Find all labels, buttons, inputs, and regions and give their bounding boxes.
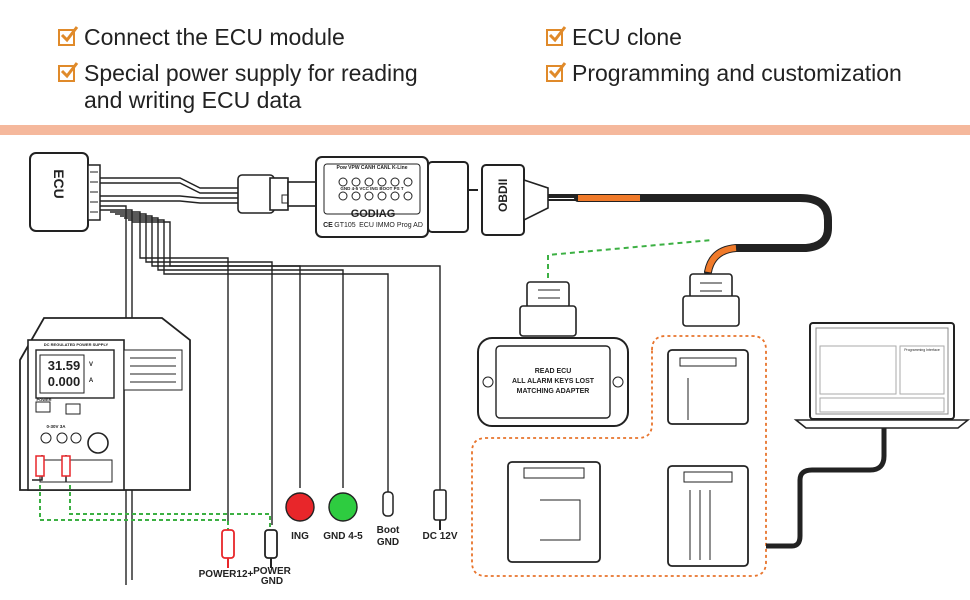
dashed-power-positive <box>39 485 229 530</box>
checkbox-icon <box>546 26 567 46</box>
ecu-harness <box>100 177 441 585</box>
psu-title: DC REGULATED POWER SUPPLY <box>43 342 109 347</box>
dashed-power-ground <box>69 485 271 530</box>
laptop <box>793 322 970 429</box>
power-gnd-label-2: GND <box>260 576 284 587</box>
ing-indicator <box>285 492 315 522</box>
psu-voltage: 31.59 <box>47 358 81 373</box>
boot-gnd-lead <box>382 491 394 517</box>
dashed-link-tablet <box>547 239 713 278</box>
dc12v-jack <box>433 489 447 530</box>
dc12v-label: DC 12V <box>422 531 458 542</box>
power-gnd-label-1: POWER <box>253 566 291 577</box>
accent-divider <box>0 125 970 135</box>
feature-power-supply: Special power supply for reading and wri… <box>58 60 418 114</box>
power12-label: POWER12+ <box>198 569 254 580</box>
psu-current-unit: A <box>88 378 94 384</box>
ing-label: ING <box>291 531 309 542</box>
feature-text: ECU clone <box>572 24 682 50</box>
adapter-ce: CE <box>323 222 333 229</box>
gnd45-label: GND 4-5 <box>323 531 363 542</box>
ecu-label: ECU <box>51 169 67 199</box>
programmer-db9-connector <box>682 273 740 327</box>
checkbox-icon <box>58 62 79 82</box>
adapter-plug <box>237 174 321 214</box>
feature-connect-ecu: Connect the ECU module <box>58 24 345 51</box>
psu-voltage-unit: V <box>88 362 93 368</box>
tablet-device <box>477 337 629 427</box>
obd-label: OBDII <box>496 178 510 212</box>
feature-ecu-clone: ECU clone <box>546 24 682 51</box>
tablet-line3: MATCHING ADAPTER <box>516 388 590 395</box>
ecu-module <box>29 152 101 232</box>
feature-text: and writing ECU data <box>84 87 302 113</box>
feature-text: Connect the ECU module <box>84 24 345 50</box>
psu-current: 0.000 <box>47 374 81 389</box>
tablet-line1: READ ECU <box>534 368 572 375</box>
boot-gnd-label: GND <box>376 537 400 548</box>
power12-clip <box>221 529 235 568</box>
ecu-clone-frame <box>471 335 767 577</box>
adapter-subtitle: ECU IMMO Prog AD <box>359 222 423 229</box>
boot-label: Boot <box>376 525 400 536</box>
psu-range: 0-30V 3A <box>46 424 66 429</box>
feature-text: Programming and customization <box>572 60 902 86</box>
adapter-model: GT105 <box>334 222 356 229</box>
laptop-pane-title: Programming Interface <box>904 348 940 352</box>
ecu-device-1 <box>667 349 749 425</box>
psu-power-label: POWER <box>36 397 52 402</box>
power-supply-unit <box>19 317 191 491</box>
tablet-db9-connector <box>519 281 577 337</box>
ecu-device-3 <box>667 465 749 567</box>
adapter-pin-header-bottom: GND 4-5 VCC ING BOOT PS T <box>340 186 404 191</box>
ecu-device-2 <box>507 461 601 563</box>
tablet-line2: ALL ALARM KEYS LOST <box>511 378 595 385</box>
adapter-pin-header-top: Pow VPW CANH CANL K-Line <box>336 165 408 171</box>
adapter-brand: GODIAG <box>350 208 396 220</box>
feature-programming: Programming and customization <box>546 60 902 87</box>
checkbox-icon <box>546 62 567 82</box>
gt105-adapter <box>315 156 478 238</box>
feature-text: Special power supply for reading <box>84 60 418 86</box>
checkbox-icon <box>58 26 79 46</box>
gnd45-indicator <box>328 492 358 522</box>
laptop-cable <box>766 428 887 549</box>
power-gnd-clip <box>264 529 278 568</box>
